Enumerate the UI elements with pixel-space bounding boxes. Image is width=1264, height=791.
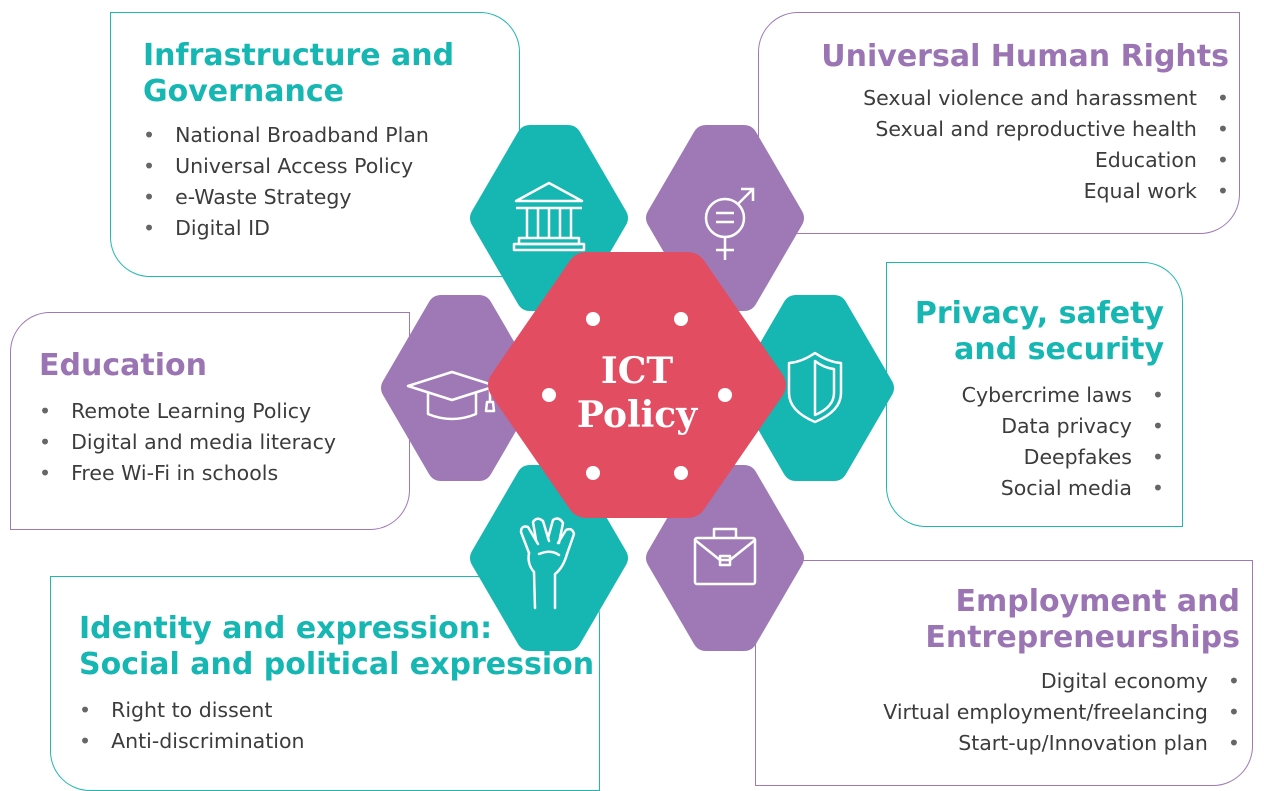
title-line: Employment and xyxy=(955,584,1240,619)
center-title-line1: ICT xyxy=(601,350,673,392)
list-item: Universal Access Policy xyxy=(143,151,519,182)
universal-human-rights-card: Universal Human Rights Sexual violence a… xyxy=(758,12,1240,234)
list-item: Sexual violence and harassment xyxy=(759,83,1229,114)
list-item: e-Waste Strategy xyxy=(143,182,519,213)
title-line: Entrepreneurships xyxy=(925,620,1240,655)
infrastructure-governance-card: Infrastructure and Governance National B… xyxy=(110,12,520,277)
identity-expression-hex xyxy=(470,465,628,651)
shield-icon xyxy=(787,351,843,424)
employment-entrepreneurship-list: Digital economy Virtual employment/freel… xyxy=(756,666,1240,759)
employment-entrepreneurship-hex xyxy=(646,465,804,651)
raised-fist-icon xyxy=(519,517,576,610)
title-line: Identity and expression: xyxy=(79,611,493,646)
infrastructure-governance-list: National Broadband Plan Universal Access… xyxy=(143,120,519,244)
list-item: Equal work xyxy=(759,176,1229,207)
center-dot xyxy=(674,466,688,480)
education-title: Education xyxy=(39,348,207,383)
center-dot xyxy=(718,388,732,402)
list-item: Start-up/Innovation plan xyxy=(756,728,1240,759)
gender-equality-icon xyxy=(704,187,755,260)
center-dot xyxy=(586,312,600,326)
list-item: Digital economy xyxy=(756,666,1240,697)
list-item: Virtual employment/freelancing xyxy=(756,697,1240,728)
ict-policy-hex: ICT Policy xyxy=(488,252,786,518)
list-item: Data privacy xyxy=(887,411,1164,442)
identity-expression-list: Right to dissent Anti-discrimination xyxy=(79,695,599,757)
list-item: Sexual and reproductive health xyxy=(759,114,1229,145)
list-item: Anti-discrimination xyxy=(79,726,599,757)
list-item: Free Wi-Fi in schools xyxy=(39,458,409,489)
education-card: Education Remote Learning Policy Digital… xyxy=(10,312,410,530)
list-item: Remote Learning Policy xyxy=(39,396,409,427)
list-item: Cybercrime laws xyxy=(887,380,1164,411)
employment-entrepreneurship-card: Employment and Entrepreneurships Digital… xyxy=(755,560,1253,786)
employment-entrepreneurship-title: Employment and Entrepreneurships xyxy=(756,584,1240,656)
title-line: Privacy, safety xyxy=(914,296,1164,331)
universal-human-rights-hex xyxy=(646,125,804,311)
list-item: Digital ID xyxy=(143,213,519,244)
privacy-safety-security-hex xyxy=(736,295,894,481)
privacy-safety-security-card: Privacy, safety and security Cybercrime … xyxy=(886,262,1183,527)
title-line: Social and political expression xyxy=(79,647,595,682)
infrastructure-hex xyxy=(470,125,628,311)
briefcase-icon xyxy=(693,527,757,586)
title-line: and security xyxy=(954,332,1164,367)
universal-human-rights-list: Sexual violence and harassment Sexual an… xyxy=(759,83,1229,207)
list-item: National Broadband Plan xyxy=(143,120,519,151)
universal-human-rights-title: Universal Human Rights xyxy=(821,39,1229,74)
list-item: Social media xyxy=(887,473,1164,504)
infrastructure-governance-title: Infrastructure and Governance xyxy=(143,38,455,109)
privacy-safety-security-title: Privacy, safety and security xyxy=(887,296,1164,368)
list-item: Education xyxy=(759,145,1229,176)
list-item: Digital and media literacy xyxy=(39,427,409,458)
identity-expression-card: Identity and expression: Social and poli… xyxy=(50,576,600,791)
identity-expression-title: Identity and expression: Social and poli… xyxy=(79,611,599,683)
list-item: Right to dissent xyxy=(79,695,599,726)
privacy-safety-security-list: Cybercrime laws Data privacy Deepfakes S… xyxy=(887,380,1164,504)
government-building-icon xyxy=(512,181,586,252)
education-list: Remote Learning Policy Digital and media… xyxy=(39,396,409,489)
center-dot xyxy=(674,312,688,326)
list-item: Deepfakes xyxy=(887,442,1164,473)
center-dot xyxy=(586,466,600,480)
center-title-line2: Policy xyxy=(577,394,698,436)
center-dot xyxy=(542,388,556,402)
